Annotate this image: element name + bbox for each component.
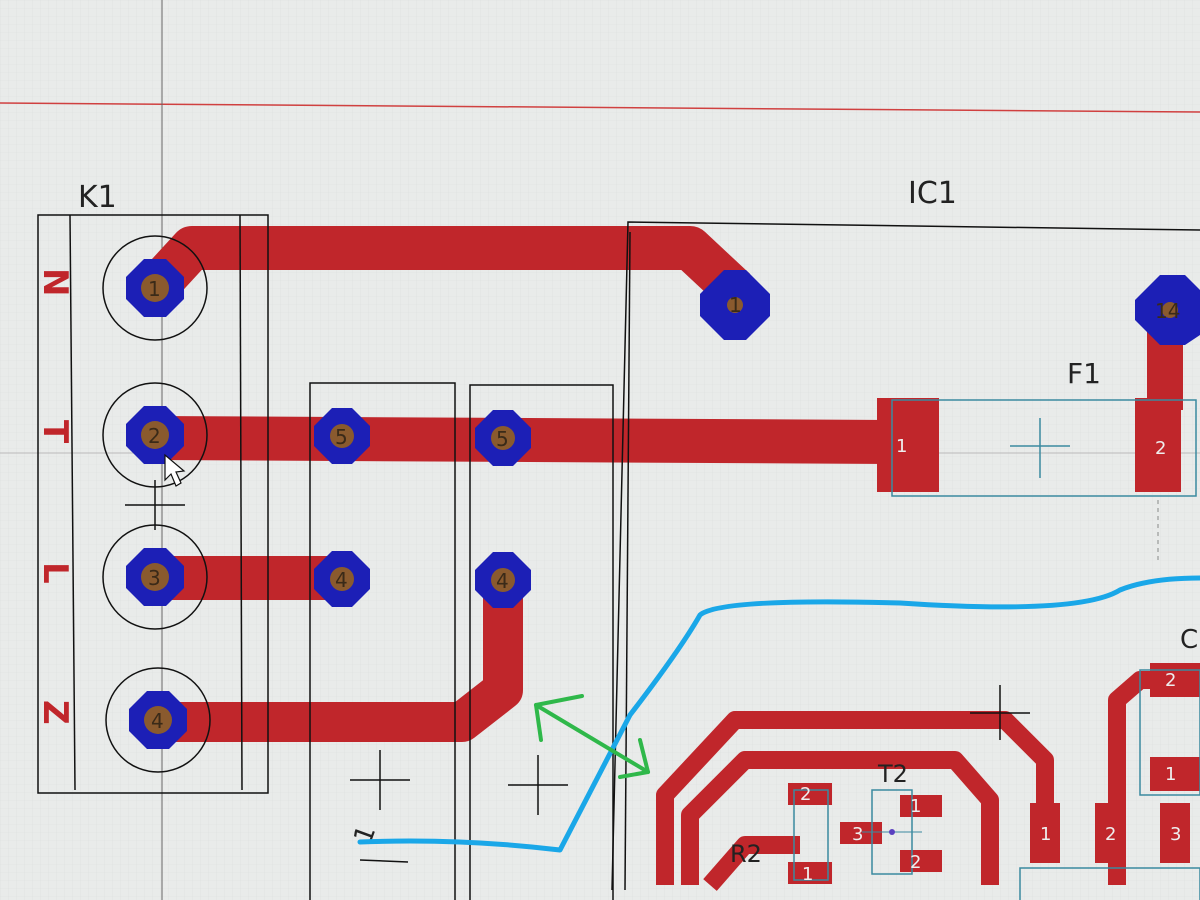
k1-side-mark-4: Z: [35, 700, 75, 725]
ic1-pad-1-label: 1: [729, 293, 742, 317]
annotation-green-arrow: [534, 694, 650, 779]
connector-right-pin-1-label: 1: [1040, 824, 1051, 845]
connector-right-side-pad-1[interactable]: [1150, 757, 1200, 791]
r2-pad-top[interactable]: [788, 783, 832, 805]
connector-right-outline: [1139, 669, 1200, 796]
r2-pin-1-label: 1: [802, 864, 813, 885]
relay-b-pad-4-label: 4: [496, 569, 509, 593]
trace-relay-b-4-to-k1-4: [160, 580, 523, 742]
k1-pad-2[interactable]: 2: [126, 406, 184, 464]
t2-label: T2: [877, 760, 908, 788]
f1-body-outline: [891, 399, 1197, 497]
f1-pin-1-label: 1: [896, 436, 907, 457]
r2-label: R2: [730, 840, 762, 868]
k1-side-mark-3: L: [35, 562, 75, 584]
connector-right: 1 2 3 2 1 C: [1019, 625, 1200, 900]
connector-right-side-pad-2[interactable]: [1150, 663, 1200, 697]
trace-k1-1-to-ic1-1: [141, 226, 751, 307]
connector-right-pin-2-label: 2: [1105, 824, 1116, 845]
connector-right-label: C: [1180, 625, 1198, 655]
t2-pin-2-label: 2: [910, 852, 921, 873]
relay-outlines: [309, 382, 614, 900]
t2-r2-components: 2 1 R2 1 2 3 T2: [730, 760, 942, 885]
k1-pad-1-label: 1: [148, 277, 161, 301]
connector-right-pad-3[interactable]: [1160, 803, 1190, 863]
origin-cross-marks: [970, 685, 1030, 740]
connector-right-side-pin-1-label: 1: [1165, 764, 1176, 785]
ic1-label: IC1: [908, 176, 957, 211]
relay-b-pad-5[interactable]: 5: [475, 410, 531, 466]
k1-pad-1[interactable]: 1: [126, 259, 184, 317]
relay-a-pad-4[interactable]: 4: [314, 551, 370, 607]
k1-pad-3-label: 3: [148, 566, 161, 590]
r2-pin-2-label: 2: [800, 784, 811, 805]
connector-right-pad-2[interactable]: [1095, 803, 1125, 863]
trace-bottom-middle: [681, 751, 999, 885]
ic1-pad-1[interactable]: 1: [700, 270, 770, 340]
relay-a-pad-5[interactable]: 5: [314, 408, 370, 464]
k1-side-marks: N T L Z: [35, 268, 75, 725]
k1-side-mark-1: N: [35, 268, 75, 296]
relay-a-pad-5-label: 5: [335, 425, 348, 449]
k1-label: K1: [78, 180, 117, 215]
trace-bottom-inner: [703, 836, 800, 891]
k1-pad-4[interactable]: 4: [129, 691, 187, 749]
k1-pad-2-label: 2: [148, 424, 161, 448]
connector-right-pad-1[interactable]: [1030, 803, 1060, 863]
k1-pad-4-label: 4: [151, 709, 164, 733]
t2-pin-1-label: 1: [910, 796, 921, 817]
mouse-pointer-icon: [164, 453, 186, 487]
r2-pad-bottom[interactable]: [788, 862, 832, 884]
r2-outline: [793, 789, 829, 881]
k1-side-mark-2: T: [35, 420, 75, 444]
k1-pad-3[interactable]: 3: [126, 548, 184, 606]
relay-b-pad-4[interactable]: 4: [475, 552, 531, 608]
ic1-pad-14[interactable]: 14: [1135, 275, 1200, 345]
relay-a-pad-4-label: 4: [335, 568, 348, 592]
board-edge-line: [0, 102, 1200, 113]
connector-right-bottom-outline: [1019, 867, 1200, 900]
t2-pad-1[interactable]: [900, 795, 942, 817]
f1-pin-2-label: 2: [1155, 438, 1166, 459]
ic1-outline: [611, 221, 1200, 891]
annotation-blue-line: [357, 575, 1200, 853]
k1-outline: [37, 214, 269, 794]
t2-pad-2[interactable]: [900, 850, 942, 872]
trace-bottom-outer: [656, 711, 1054, 885]
t2-pin-3-label: 3: [852, 824, 863, 845]
relay-b-pad-5-label: 5: [496, 427, 509, 451]
connector-right-side-pin-2-label: 2: [1165, 670, 1176, 691]
f1-pad-2[interactable]: [1135, 398, 1181, 492]
f1-label: F1: [1067, 357, 1101, 390]
f1-pad-1[interactable]: [877, 398, 939, 492]
t2-origin-dot: [889, 829, 895, 835]
through-hole-pads: 1 2 3 4 5 4 5: [126, 259, 1200, 749]
ic1-pad-14-label: 14: [1155, 299, 1180, 323]
connector-right-pin-3-label: 3: [1170, 824, 1181, 845]
